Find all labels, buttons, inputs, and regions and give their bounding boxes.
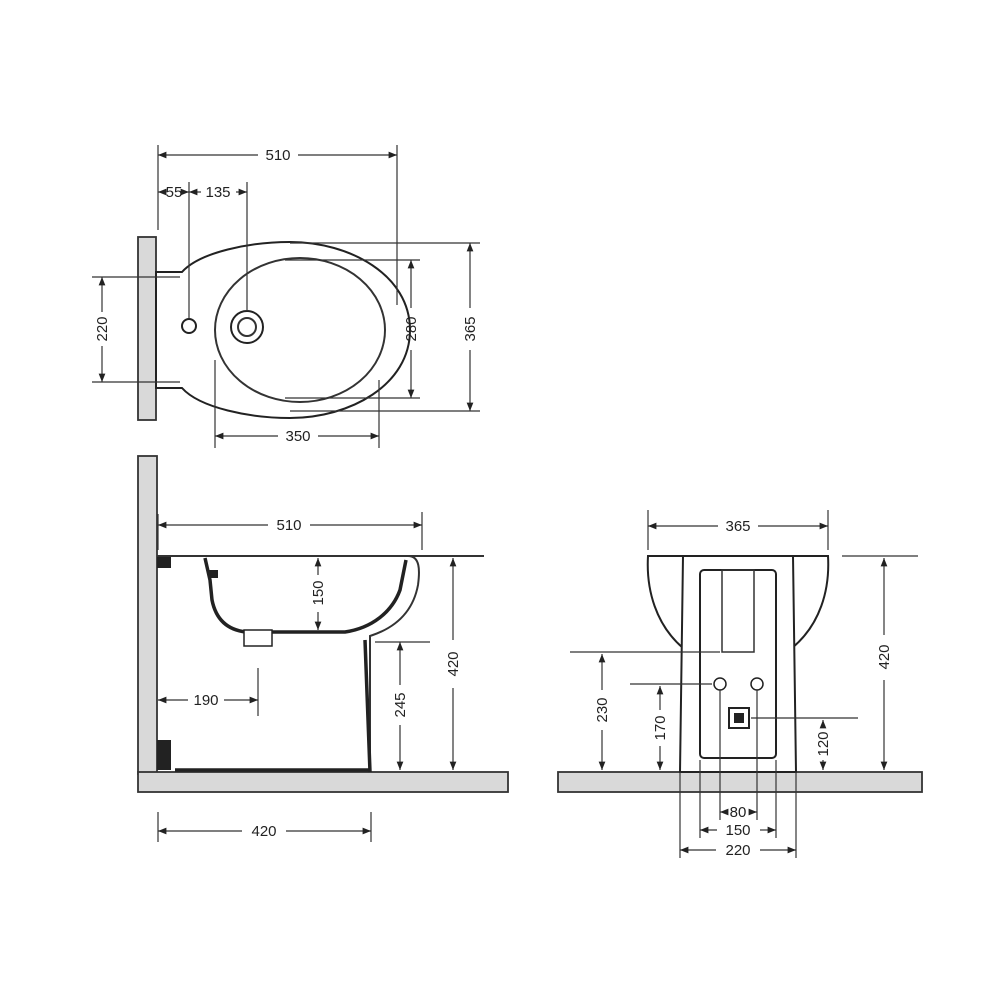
front-view-overall-width: 365 bbox=[725, 518, 750, 535]
front-view-floor bbox=[557, 771, 923, 793]
top-view-tap-hole bbox=[181, 318, 197, 334]
front-view: 365 420 230 170 120 80 1 bbox=[557, 510, 923, 859]
top-view-overall-width: 365 bbox=[462, 316, 479, 341]
side-view-outer-shell bbox=[157, 555, 420, 772]
front-view-supply-height: 230 bbox=[594, 697, 611, 722]
side-view-wall-to-drain: 190 bbox=[193, 692, 218, 709]
side-view-pedestal bbox=[175, 639, 372, 773]
top-view-drain-inner bbox=[237, 317, 257, 337]
front-view-tap-height: 170 bbox=[652, 715, 669, 740]
front-view-outlet-height: 120 bbox=[815, 731, 832, 756]
top-view-fixing-spacing: 220 bbox=[94, 316, 111, 341]
side-view-bowl bbox=[203, 557, 408, 634]
top-view-bowl-length: 350 bbox=[285, 428, 310, 445]
front-view-tap-right bbox=[750, 677, 764, 691]
side-view-floor bbox=[137, 771, 509, 793]
side-view-bowl-depth: 150 bbox=[310, 580, 327, 605]
top-view-drain-outer bbox=[230, 310, 264, 344]
side-view-base-length: 420 bbox=[251, 823, 276, 840]
top-view-overall-length: 510 bbox=[265, 147, 290, 164]
front-view-base-width: 220 bbox=[725, 842, 750, 859]
top-view-wall bbox=[137, 236, 157, 421]
side-view-inlet-height: 245 bbox=[392, 692, 409, 717]
front-view-overall-height: 420 bbox=[876, 644, 893, 669]
side-view-wall bbox=[137, 455, 158, 775]
top-view: 510 55 135 220 280 365 350 bbox=[92, 145, 480, 448]
front-view-tap-left bbox=[713, 677, 727, 691]
front-view-base-inner-width: 150 bbox=[725, 822, 750, 839]
front-view-panel bbox=[699, 569, 777, 759]
front-view-tap-spacing: 80 bbox=[730, 804, 747, 821]
top-view-tap-to-drain: 135 bbox=[205, 184, 230, 201]
top-view-bowl-width: 280 bbox=[403, 316, 420, 341]
top-view-bidet-outline bbox=[155, 240, 412, 420]
side-view-drain bbox=[243, 629, 273, 647]
side-view: 510 150 420 245 190 420 bbox=[137, 455, 509, 842]
top-view-inner-bowl bbox=[214, 257, 386, 403]
top-view-wall-to-tap: 55 bbox=[166, 184, 183, 201]
side-view-overall-length: 510 bbox=[276, 517, 301, 534]
side-view-overall-height: 420 bbox=[445, 651, 462, 676]
